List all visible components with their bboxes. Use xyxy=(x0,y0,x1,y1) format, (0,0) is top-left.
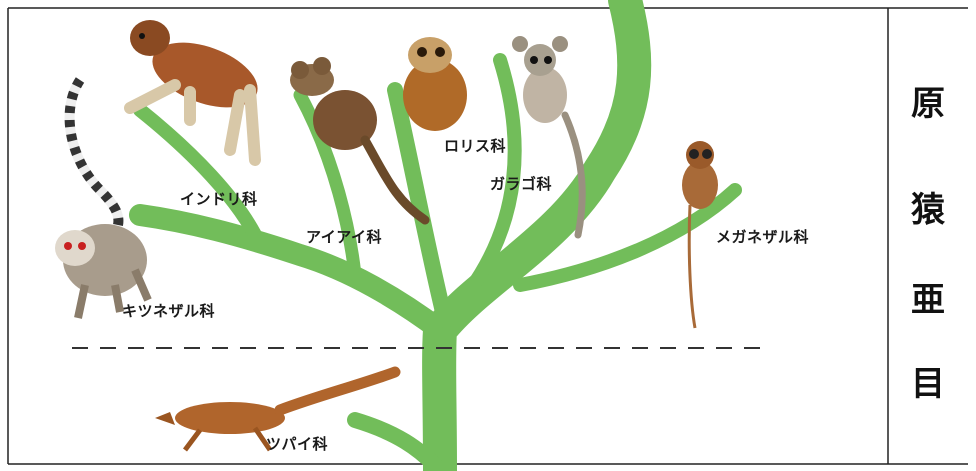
label-lemur: キツネザル科 xyxy=(122,300,215,321)
suborder-title: 原 猿 亜 目 xyxy=(888,8,968,464)
label-galago: ガラゴ科 xyxy=(490,173,552,194)
lemur-illustration xyxy=(55,80,148,318)
label-tarsier: メガネザル科 xyxy=(716,226,809,247)
label-indri: インドリ科 xyxy=(180,188,258,209)
label-aye-aye: アイアイ科 xyxy=(306,226,382,247)
title-char-3: 亜 xyxy=(888,272,968,321)
label-treeshrew: ツパイ科 xyxy=(266,433,328,454)
loris-illustration xyxy=(403,37,467,131)
label-loris: ロリス科 xyxy=(444,135,506,156)
tarsier-illustration xyxy=(682,141,718,328)
title-char-1: 原 xyxy=(888,76,968,125)
indri-illustration xyxy=(130,20,266,160)
title-char-2: 猿 xyxy=(888,182,968,231)
title-char-4: 目 xyxy=(888,356,968,405)
